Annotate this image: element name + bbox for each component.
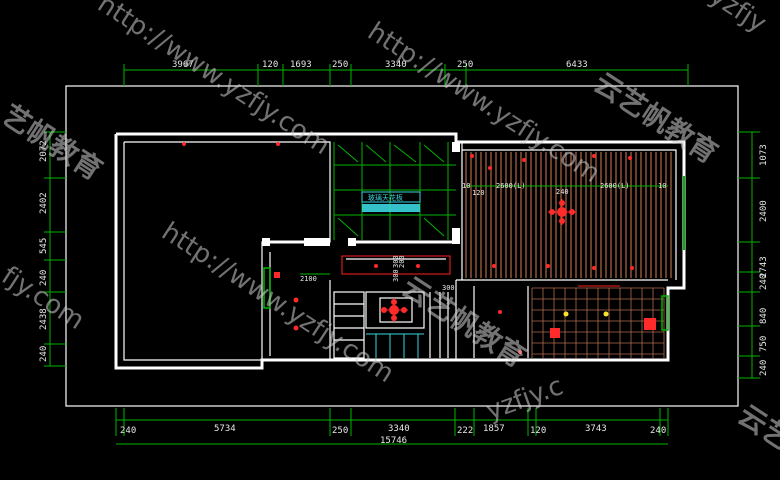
dim-bottom-2: 250: [332, 426, 348, 436]
top-dimension-chain: 3967 120 1693 250 3340 250 6433: [123, 60, 689, 86]
dim-bottom-0: 240: [120, 426, 136, 436]
watermark-fragment: yzfjy: [704, 0, 771, 39]
dim-interior-1: 200: [398, 255, 406, 268]
downlight-icon: [630, 266, 634, 270]
watermark-url: http://www.yzfjy.com: [92, 0, 335, 161]
downlight-icon: [276, 142, 280, 146]
exhaust-fan-icon: [274, 272, 280, 278]
dim-right-0: 1073: [759, 144, 769, 166]
ceiling-label-1: 2600(L): [600, 182, 630, 190]
downlight-icon: [293, 297, 299, 303]
downlight-icon: [546, 264, 550, 268]
downlight-icon: [488, 166, 492, 170]
dim-interior-0: 300: [392, 255, 400, 268]
dim-right-4: 840: [759, 308, 769, 324]
wood-slat-ceiling: [465, 152, 672, 278]
dim-top-0: 3967: [172, 60, 194, 70]
right-dimension-chain: 1073 2400 2743 240 840 750 240: [738, 131, 769, 379]
downlight-icon: [470, 154, 474, 158]
glass-panel-label: 玻璃天花板: [368, 193, 403, 202]
staircase: [333, 291, 449, 359]
dim-bottom-7: 3743: [585, 424, 607, 434]
exhaust-fan-icon: [644, 318, 656, 330]
downlight-icon: [628, 156, 632, 160]
dim-left-5: 240: [39, 346, 49, 362]
watermark-url: http://www.yzfjy.com: [362, 17, 605, 189]
dim-left-3: 240: [39, 270, 49, 286]
left-dimension-chain: 2072 2402 545 240 2438 240: [39, 131, 66, 367]
dim-interior-5: 10: [658, 182, 666, 190]
downlight-icon: [563, 311, 569, 317]
dim-bottom-total: 15746: [380, 436, 407, 446]
downlight-icon: [182, 142, 186, 146]
dim-bottom-8: 240: [650, 426, 666, 436]
watermark-brand: 艺帆教育: [0, 98, 108, 187]
slat-ceiling-dims: 2600(L) 2600(L) 240 10 10 120: [462, 176, 685, 250]
dim-bottom-6: 120: [530, 426, 546, 436]
downlight-icon: [293, 325, 299, 331]
bottom-dimension-chain: 240 5734 250 3340 222 1857 120 3743 240 …: [115, 408, 669, 446]
dim-right-1: 2400: [759, 200, 769, 222]
dim-interior-7: 2100: [300, 275, 317, 283]
dim-top-6: 6433: [566, 60, 588, 70]
downlight-icon: [518, 350, 522, 354]
dim-left-0: 2072: [39, 140, 49, 162]
dim-interior-2: 300: [392, 269, 400, 282]
downlight-icon: [603, 311, 609, 317]
bathroom-fixtures: [263, 267, 669, 331]
glass-panel: 玻璃天花板: [361, 191, 421, 212]
dim-bottom-3: 3340: [388, 424, 410, 434]
dim-bottom-5: 1857: [483, 424, 505, 434]
dim-left-4: 2438: [39, 308, 49, 330]
ceiling-strip: 2100 300 200 300 300: [300, 255, 455, 292]
dim-interior-3: 240: [556, 188, 569, 196]
downlight-icon: [592, 154, 596, 158]
downlight-icon: [522, 158, 526, 162]
downlight-icon: [592, 266, 596, 270]
ceiling-label-0: 2600(L): [496, 182, 526, 190]
dim-top-2: 1693: [290, 60, 312, 70]
light-fixtures: [182, 142, 656, 354]
dim-top-4: 3340: [385, 60, 407, 70]
downlight-icon: [492, 264, 496, 268]
dim-top-3: 250: [332, 60, 348, 70]
tiled-floor: [531, 287, 665, 358]
watermark-fragment: yzfjy.c: [482, 371, 567, 426]
dim-right-6: 240: [759, 360, 769, 376]
downlight-icon: [374, 264, 378, 268]
dim-bottom-1: 5734: [214, 424, 236, 434]
dim-top-1: 120: [262, 60, 278, 70]
chandelier-icon: [380, 298, 408, 322]
dim-right-2: 2743: [759, 256, 769, 278]
dim-interior-4: 10: [462, 182, 470, 190]
dim-bottom-4: 222: [457, 426, 473, 436]
dim-right-5: 750: [759, 336, 769, 352]
exhaust-fan-icon: [550, 328, 560, 338]
dim-top-5: 250: [457, 60, 473, 70]
drawing-frame: [65, 85, 739, 407]
dim-interior-6: 120: [472, 189, 485, 197]
watermark-fragment: 云艺: [732, 398, 780, 456]
chandelier-icon: [548, 199, 576, 225]
dim-left-1: 2402: [39, 192, 49, 214]
dim-right-3: 240: [759, 274, 769, 290]
green-grid-ceiling: [333, 142, 456, 240]
downlight-icon: [498, 310, 502, 314]
downlight-icon: [416, 264, 420, 268]
dim-left-2: 545: [39, 238, 49, 254]
dim-interior-8: 300: [442, 284, 455, 292]
